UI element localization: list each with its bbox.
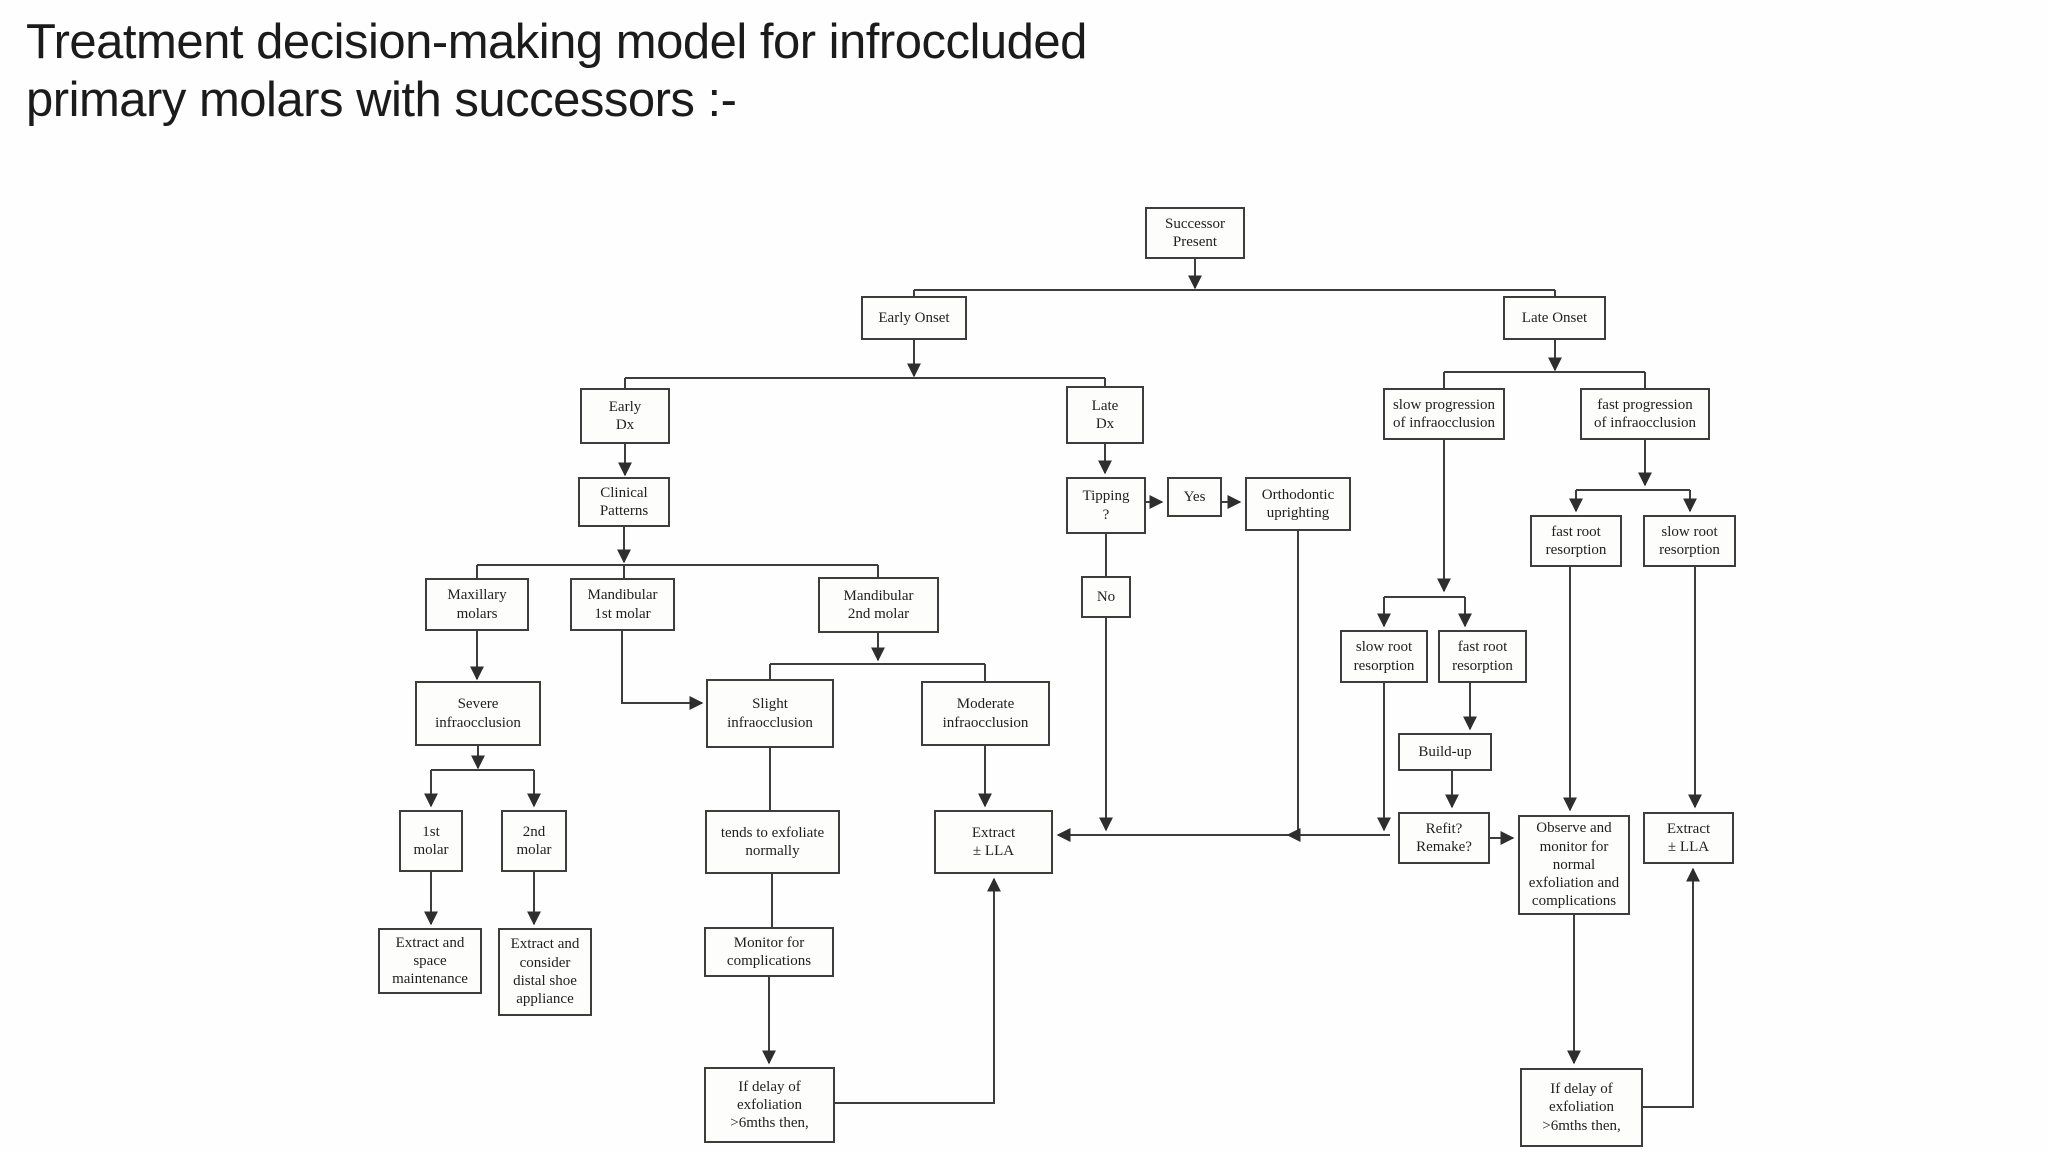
node-slow-progression: slow progression of infraocclusion — [1383, 388, 1505, 440]
page-title: Treatment decision-making model for infr… — [26, 15, 1087, 127]
node-fast-progression: fast progression of infraocclusion — [1580, 388, 1710, 440]
node-refit-remake: Refit? Remake? — [1398, 812, 1490, 864]
node-second-molar: 2nd molar — [501, 810, 567, 872]
node-severe-infraocclusion: Severe infraocclusion — [415, 681, 541, 746]
node-build-up: Build-up — [1398, 733, 1492, 771]
node-no: No — [1081, 576, 1131, 618]
node-delay-exfoliation-left: If delay of exfoliation >6mths then, — [704, 1067, 835, 1143]
node-orthodontic-uprighting: Orthodontic uprighting — [1245, 477, 1351, 531]
node-early-dx: Early Dx — [580, 388, 670, 444]
node-monitor-complications: Monitor for complications — [704, 927, 834, 977]
node-fast-root-resorption-right: fast root resorption — [1530, 515, 1622, 567]
node-first-molar: 1st molar — [399, 810, 463, 872]
node-slow-root-resorption-mid: slow root resorption — [1340, 630, 1428, 683]
node-delay-exfoliation-right: If delay of exfoliation >6mths then, — [1520, 1068, 1643, 1147]
node-fast-root-resorption-mid: fast root resorption — [1438, 630, 1527, 683]
node-observe-and-monitor: Observe and monitor for normal exfoliati… — [1518, 815, 1630, 915]
node-mandibular-2nd-molar: Mandibular 2nd molar — [818, 577, 939, 633]
node-extract-distal-shoe: Extract and consider distal shoe applian… — [498, 928, 592, 1016]
node-late-onset: Late Onset — [1503, 296, 1606, 340]
node-early-onset: Early Onset — [861, 296, 967, 340]
node-clinical-patterns: Clinical Patterns — [578, 477, 670, 527]
node-extract-space-maintenance: Extract and space maintenance — [378, 928, 482, 994]
node-tipping: Tipping ? — [1066, 477, 1146, 534]
node-yes: Yes — [1167, 477, 1222, 517]
node-successor-present: Successor Present — [1145, 207, 1245, 259]
node-late-dx: Late Dx — [1066, 386, 1144, 444]
node-maxillary-molars: Maxillary molars — [425, 578, 529, 631]
node-slow-root-resorption-right: slow root resorption — [1643, 515, 1736, 567]
node-moderate-infraocclusion: Moderate infraocclusion — [921, 681, 1050, 746]
node-slight-infraocclusion: Slight infraocclusion — [706, 679, 834, 748]
node-mandibular-1st-molar: Mandibular 1st molar — [570, 578, 675, 631]
node-extract-lla-right: Extract ± LLA — [1643, 812, 1734, 864]
node-extract-lla-left: Extract ± LLA — [934, 810, 1053, 874]
node-tends-to-exfoliate: tends to exfoliate normally — [705, 810, 840, 874]
